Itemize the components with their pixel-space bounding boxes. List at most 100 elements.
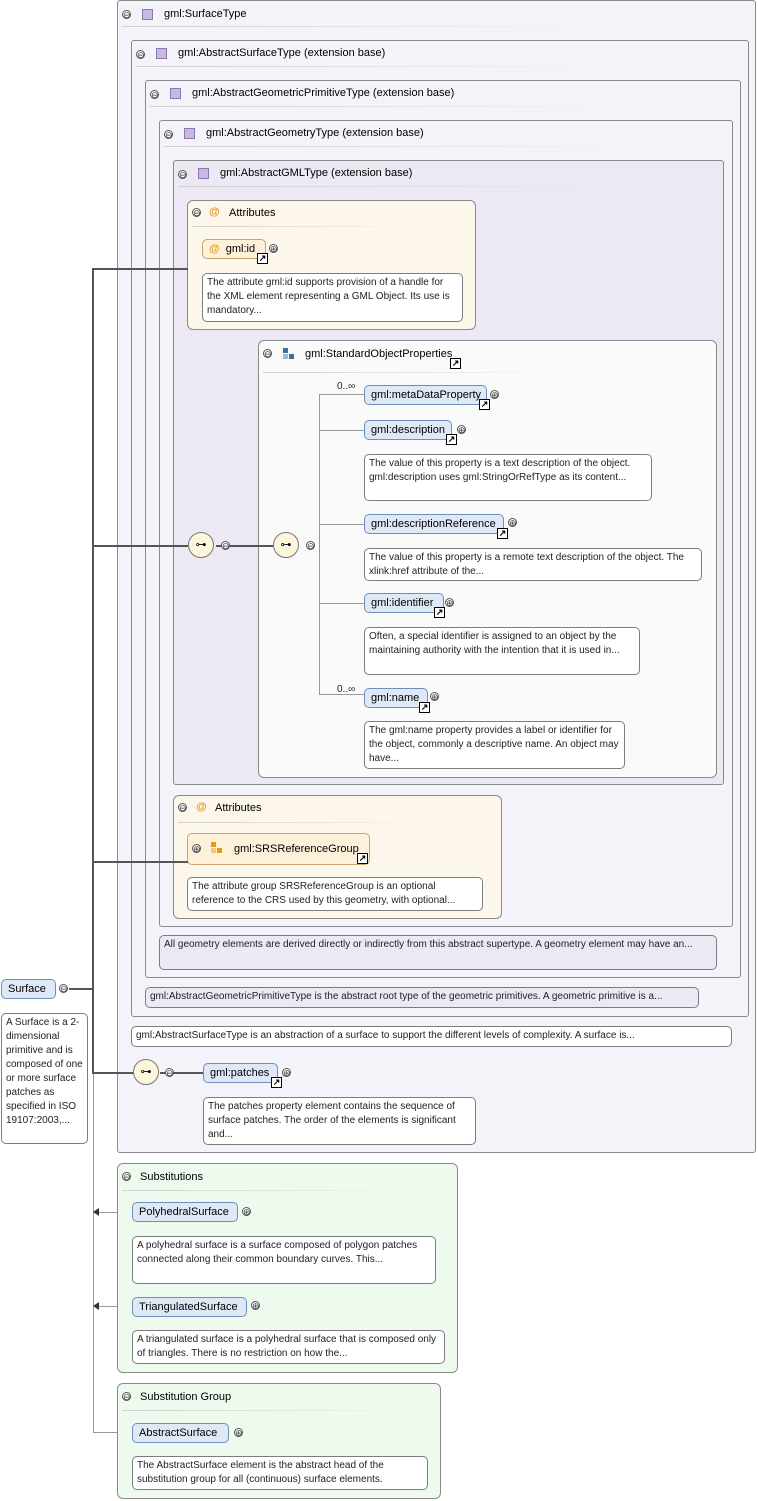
link-icon[interactable]: ↗ xyxy=(434,607,445,618)
group-icon xyxy=(283,348,295,360)
cardinality-label: 0..∞ xyxy=(337,381,356,392)
geometry-attributes-title: Attributes xyxy=(215,802,262,814)
collapse-icon[interactable]: ⊖ xyxy=(178,170,187,180)
expand-icon[interactable]: ⊕ xyxy=(282,1068,291,1078)
element-label: gml:identifier xyxy=(371,597,434,609)
name-doc: The gml:name property provides a label o… xyxy=(364,721,625,769)
element-label: gml:name xyxy=(371,692,420,704)
srs-reference-group-label: gml:SRSReferenceGroup xyxy=(234,843,359,855)
complex-type-icon xyxy=(156,48,167,59)
element-abstract-surface[interactable]: AbstractSurface xyxy=(132,1423,229,1443)
arrow-icon xyxy=(93,1302,99,1310)
attribute-icon: @ xyxy=(209,243,220,255)
expand-icon[interactable]: ⊕ xyxy=(269,244,278,254)
complex-type-icon xyxy=(198,168,209,179)
element-patches[interactable]: gml:patches xyxy=(203,1063,278,1083)
srs-reference-group-doc: The attribute group SRSReferenceGroup is… xyxy=(187,877,483,911)
collapse-icon[interactable]: ⊖ xyxy=(136,50,145,60)
substitution-group-title: Substitution Group xyxy=(140,1391,232,1403)
description-reference-doc: The value of this property is a remote t… xyxy=(364,548,702,581)
attribute-icon: @ xyxy=(196,801,207,813)
collapse-icon[interactable]: ⊖ xyxy=(122,10,131,20)
expand-icon[interactable]: ⊕ xyxy=(234,1428,243,1438)
abstract-geometry-type-title: gml:AbstractGeometryType (extension base… xyxy=(206,127,424,139)
element-label: PolyhedralSurface xyxy=(139,1206,229,1218)
link-icon[interactable]: ↗ xyxy=(446,434,457,445)
link-icon[interactable]: ↗ xyxy=(450,358,461,369)
abstract-geometric-primitive-type-title: gml:AbstractGeometricPrimitiveType (exte… xyxy=(192,87,455,99)
expand-icon[interactable]: ⊕ xyxy=(192,844,201,854)
sequence-bracket xyxy=(319,394,320,694)
element-label: gml:metaDataProperty xyxy=(371,389,482,401)
element-label: gml:patches xyxy=(210,1067,270,1079)
gml-attributes-title: Attributes xyxy=(229,207,276,219)
collapse-icon[interactable]: ⊖ xyxy=(164,130,173,140)
link-icon[interactable]: ↗ xyxy=(271,1077,282,1088)
collapse-icon[interactable]: ⊖ xyxy=(192,208,201,218)
gml-id-doc: The attribute gml:id supports provision … xyxy=(202,273,463,322)
abstract-surface-type-title: gml:AbstractSurfaceType (extension base) xyxy=(178,47,386,59)
collapse-icon[interactable]: ⊖ xyxy=(150,90,159,100)
collapse-icon[interactable]: ⊖ xyxy=(178,803,187,813)
gml-id-attribute[interactable]: @ gml:id xyxy=(202,239,266,259)
element-triangulated-surface[interactable]: TriangulatedSurface xyxy=(132,1297,247,1317)
expand-icon[interactable]: ⊕ xyxy=(430,692,439,702)
element-identifier[interactable]: gml:identifier xyxy=(364,593,444,613)
surface-doc: A Surface is a 2-dimensional primitive a… xyxy=(1,1013,88,1144)
sequence-compositor[interactable]: ⊶ xyxy=(133,1059,159,1085)
substitution-connector xyxy=(93,1074,94,1432)
abstract-geometric-primitive-doc: gml:AbstractGeometricPrimitiveType is th… xyxy=(145,987,699,1008)
surface-element[interactable]: Surface xyxy=(1,979,56,999)
element-label: AbstractSurface xyxy=(139,1427,218,1439)
sequence-compositor[interactable]: ⊶ xyxy=(273,532,299,558)
arrow-icon xyxy=(93,1208,99,1216)
element-description[interactable]: gml:description xyxy=(364,420,452,440)
standard-object-properties-title: gml:StandardObjectProperties xyxy=(305,348,453,360)
patches-doc: The patches property element contains th… xyxy=(203,1097,476,1145)
collapse-icon[interactable]: ⊖ xyxy=(306,541,315,551)
expand-icon[interactable]: ⊕ xyxy=(445,598,454,608)
abstract-gml-type-title: gml:AbstractGMLType (extension base) xyxy=(220,167,413,179)
expand-icon[interactable]: ⊕ xyxy=(251,1301,260,1311)
connector-line xyxy=(92,268,94,1074)
abstract-surface-doc: gml:AbstractSurfaceType is an abstractio… xyxy=(131,1026,732,1047)
element-label: gml:descriptionReference xyxy=(371,518,496,530)
surface-label: Surface xyxy=(8,983,46,995)
element-label: gml:description xyxy=(371,424,445,436)
complex-type-icon xyxy=(184,128,195,139)
polyhedral-surface-doc: A polyhedral surface is a surface compos… xyxy=(132,1236,436,1284)
link-icon[interactable]: ↗ xyxy=(357,853,368,864)
substitutions-title: Substitutions xyxy=(140,1171,203,1183)
identifier-doc: Often, a special identifier is assigned … xyxy=(364,627,640,675)
complex-type-icon xyxy=(142,9,153,20)
link-icon[interactable]: ↗ xyxy=(419,702,430,713)
attribute-group-icon xyxy=(211,842,223,854)
complex-type-icon xyxy=(170,88,181,99)
surface-type-title: gml:SurfaceType xyxy=(164,8,247,20)
collapse-icon[interactable]: ⊖ xyxy=(122,1392,131,1402)
abstract-geometry-doc: All geometry elements are derived direct… xyxy=(159,935,717,970)
sequence-compositor[interactable]: ⊶ xyxy=(188,532,214,558)
element-polyhedral-surface[interactable]: PolyhedralSurface xyxy=(132,1202,238,1222)
element-description-reference[interactable]: gml:descriptionReference xyxy=(364,514,504,534)
link-icon[interactable]: ↗ xyxy=(479,399,490,410)
attribute-icon: @ xyxy=(209,206,220,218)
element-name[interactable]: gml:name xyxy=(364,688,428,708)
expand-icon[interactable]: ⊕ xyxy=(490,390,499,400)
cardinality-label: 0..∞ xyxy=(337,684,356,695)
link-icon[interactable]: ↗ xyxy=(497,528,508,539)
collapse-icon[interactable]: ⊖ xyxy=(122,1172,131,1182)
collapse-icon[interactable]: ⊖ xyxy=(165,1068,174,1078)
link-icon[interactable]: ↗ xyxy=(257,253,268,264)
description-doc: The value of this property is a text des… xyxy=(364,454,652,501)
gml-id-label: gml:id xyxy=(225,243,256,255)
expand-icon[interactable]: ⊕ xyxy=(508,518,517,528)
triangulated-surface-doc: A triangulated surface is a polyhedral s… xyxy=(132,1330,445,1364)
collapse-icon[interactable]: ⊖ xyxy=(263,349,272,359)
expand-icon[interactable]: ⊕ xyxy=(457,425,466,435)
collapse-icon[interactable]: ⊖ xyxy=(221,541,230,551)
abstract-surface-element-doc: The AbstractSurface element is the abstr… xyxy=(132,1456,428,1490)
element-metadata-property[interactable]: gml:metaDataProperty xyxy=(364,385,487,405)
collapse-icon[interactable]: ⊖ xyxy=(59,984,68,994)
expand-icon[interactable]: ⊕ xyxy=(242,1207,251,1217)
